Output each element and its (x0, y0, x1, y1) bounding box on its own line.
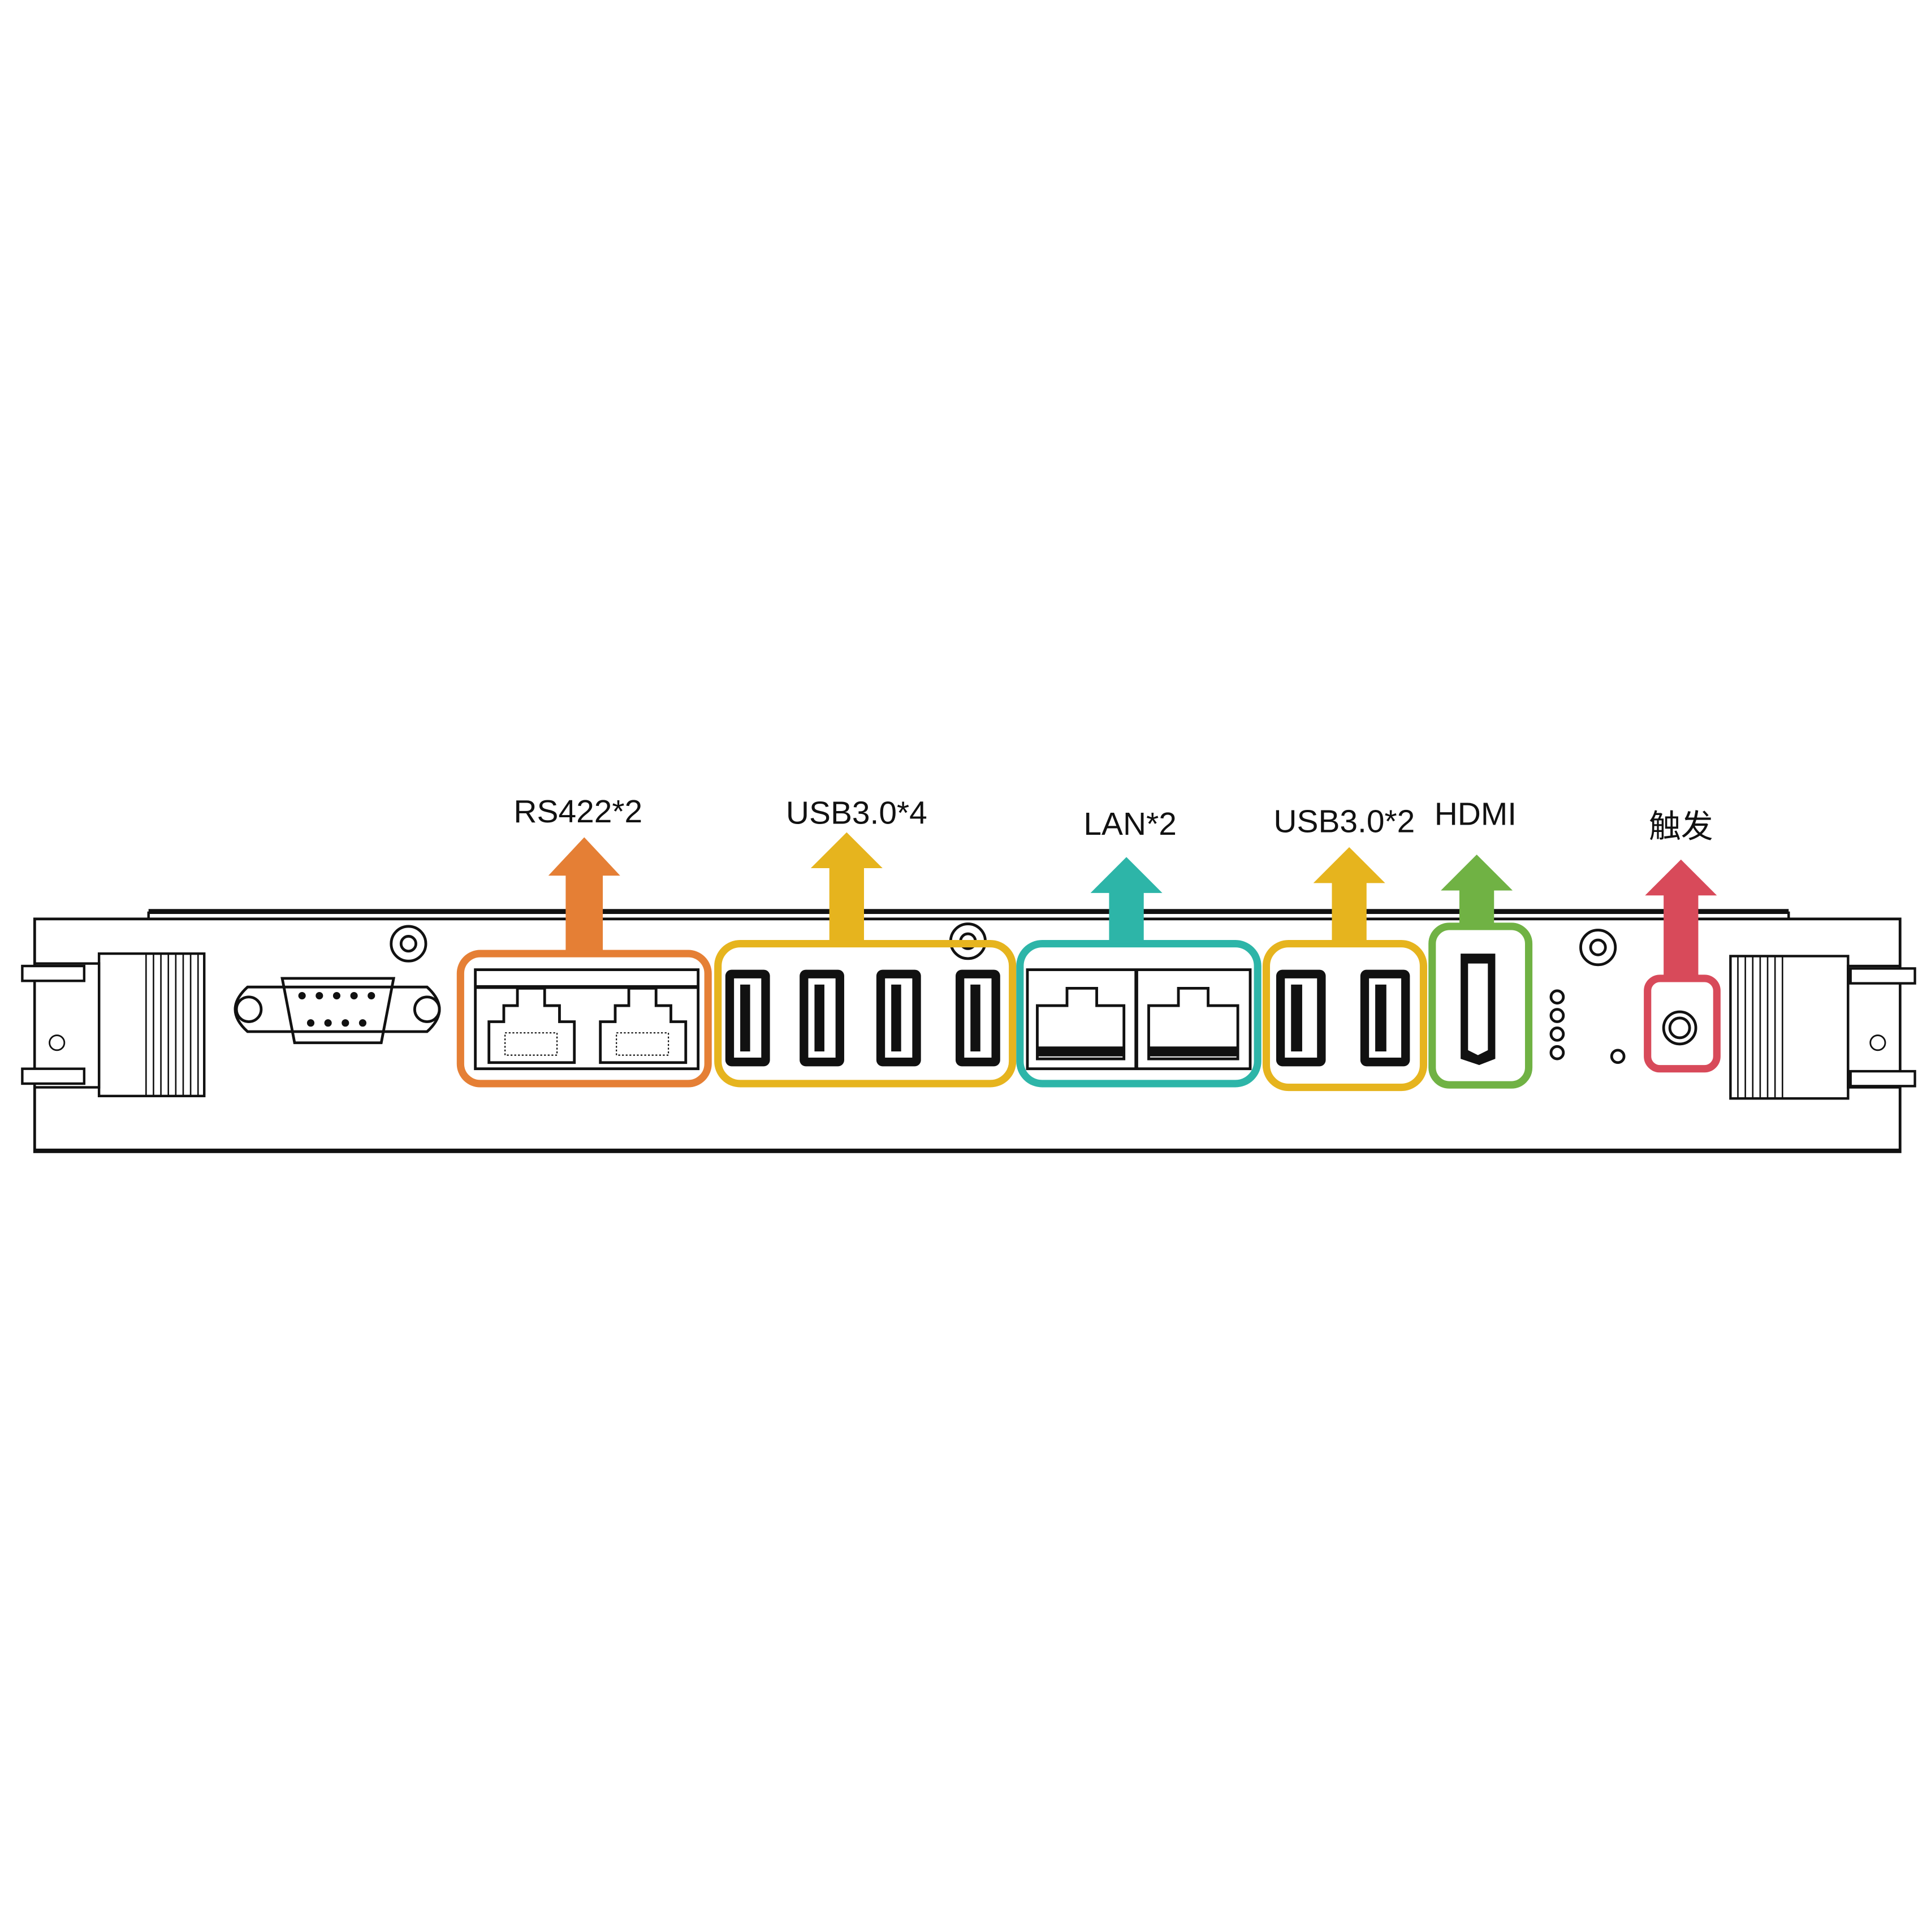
screw-icon (390, 925, 427, 963)
rs422-label: RS422*2 (513, 794, 642, 830)
arrow-up-icon (1441, 854, 1513, 926)
usb-port (876, 969, 921, 1067)
usb-ports-group-1 (725, 969, 1000, 1067)
lan-ports (1026, 968, 1252, 1071)
usb-port (725, 969, 770, 1067)
usb-label-1: USB3.0*4 (786, 795, 927, 831)
usb-port (955, 969, 1000, 1067)
usb-port (1276, 969, 1326, 1067)
rj45-port-1 (487, 986, 576, 1064)
rj45-port-1 (1036, 986, 1126, 1060)
usb-port (800, 969, 844, 1067)
screw-icon (1579, 929, 1617, 967)
right-handle (1729, 955, 1916, 1100)
rj45-port-2 (599, 986, 688, 1064)
arrow-up-icon (810, 832, 883, 944)
status-leds (1549, 989, 1626, 1064)
rs422-callout: RS422*2 (456, 794, 712, 1088)
left-handle (21, 952, 206, 1098)
arrow-up-icon (548, 837, 620, 954)
trigger-callout: 触发 (1644, 808, 1721, 1073)
usb-ports-group-2 (1276, 969, 1410, 1067)
rs422-ports (474, 968, 700, 1071)
hdmi-port (1461, 954, 1496, 1066)
lan-callout: LAN*2 (1016, 806, 1262, 1088)
usb-callout-2: USB3.0*2 (1262, 804, 1428, 1092)
usb-callout-1: USB3.0*4 (714, 795, 1017, 1088)
arrow-up-icon (1090, 857, 1163, 944)
rj45-port-2 (1147, 986, 1239, 1060)
arrow-up-icon (1645, 859, 1717, 978)
usb-port (1360, 969, 1410, 1067)
arrow-up-icon (1313, 847, 1385, 944)
lan-label: LAN*2 (1083, 806, 1177, 842)
usb-label-2: USB3.0*2 (1273, 804, 1415, 840)
trigger-button (1662, 1010, 1697, 1046)
db9-serial-port (234, 977, 441, 1045)
trigger-label: 触发 (1649, 808, 1713, 844)
hdmi-label: HDMI (1435, 796, 1517, 832)
